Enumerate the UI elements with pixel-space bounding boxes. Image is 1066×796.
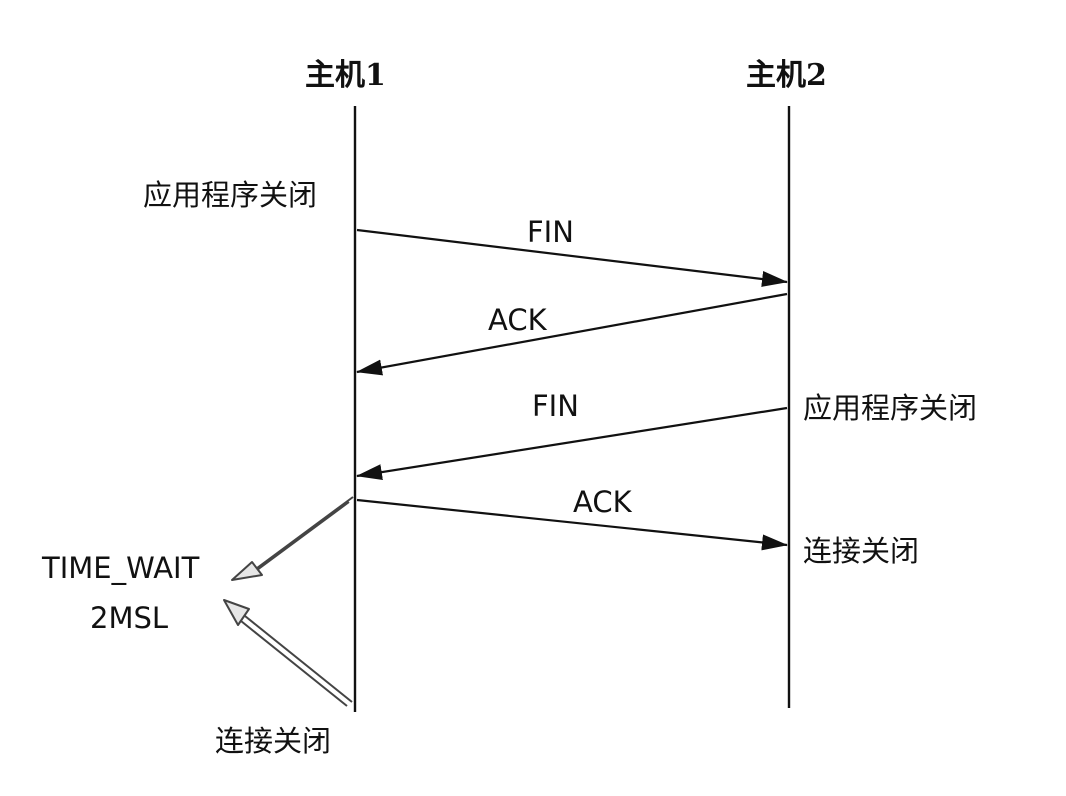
ack-arrow-1	[356, 292, 788, 376]
ack-arrow-2	[356, 498, 788, 551]
host2-app-close-note: 应用程序关闭	[803, 391, 977, 425]
host2-connection-closed-note: 连接关闭	[803, 534, 919, 568]
ack-label-1: ACK	[488, 303, 548, 337]
host1-connection-closed-note: 连接关闭	[215, 724, 331, 758]
msl-duration-label: 2MSL	[90, 601, 168, 635]
time-wait-start-arrow	[231, 496, 354, 581]
fin-label-2: FIN	[532, 389, 579, 423]
host2-title: 主机2	[746, 58, 827, 93]
ack-label-2: ACK	[573, 485, 633, 519]
time-wait-end-arrow	[223, 599, 353, 707]
fin-arrow-2	[356, 406, 788, 480]
fin-label-1: FIN	[527, 215, 574, 249]
time-wait-label: TIME_WAIT	[41, 551, 200, 585]
host1-app-close-note: 应用程序关闭	[143, 178, 317, 212]
fin-arrow-1	[356, 228, 788, 287]
host1-title: 主机1	[305, 58, 386, 93]
